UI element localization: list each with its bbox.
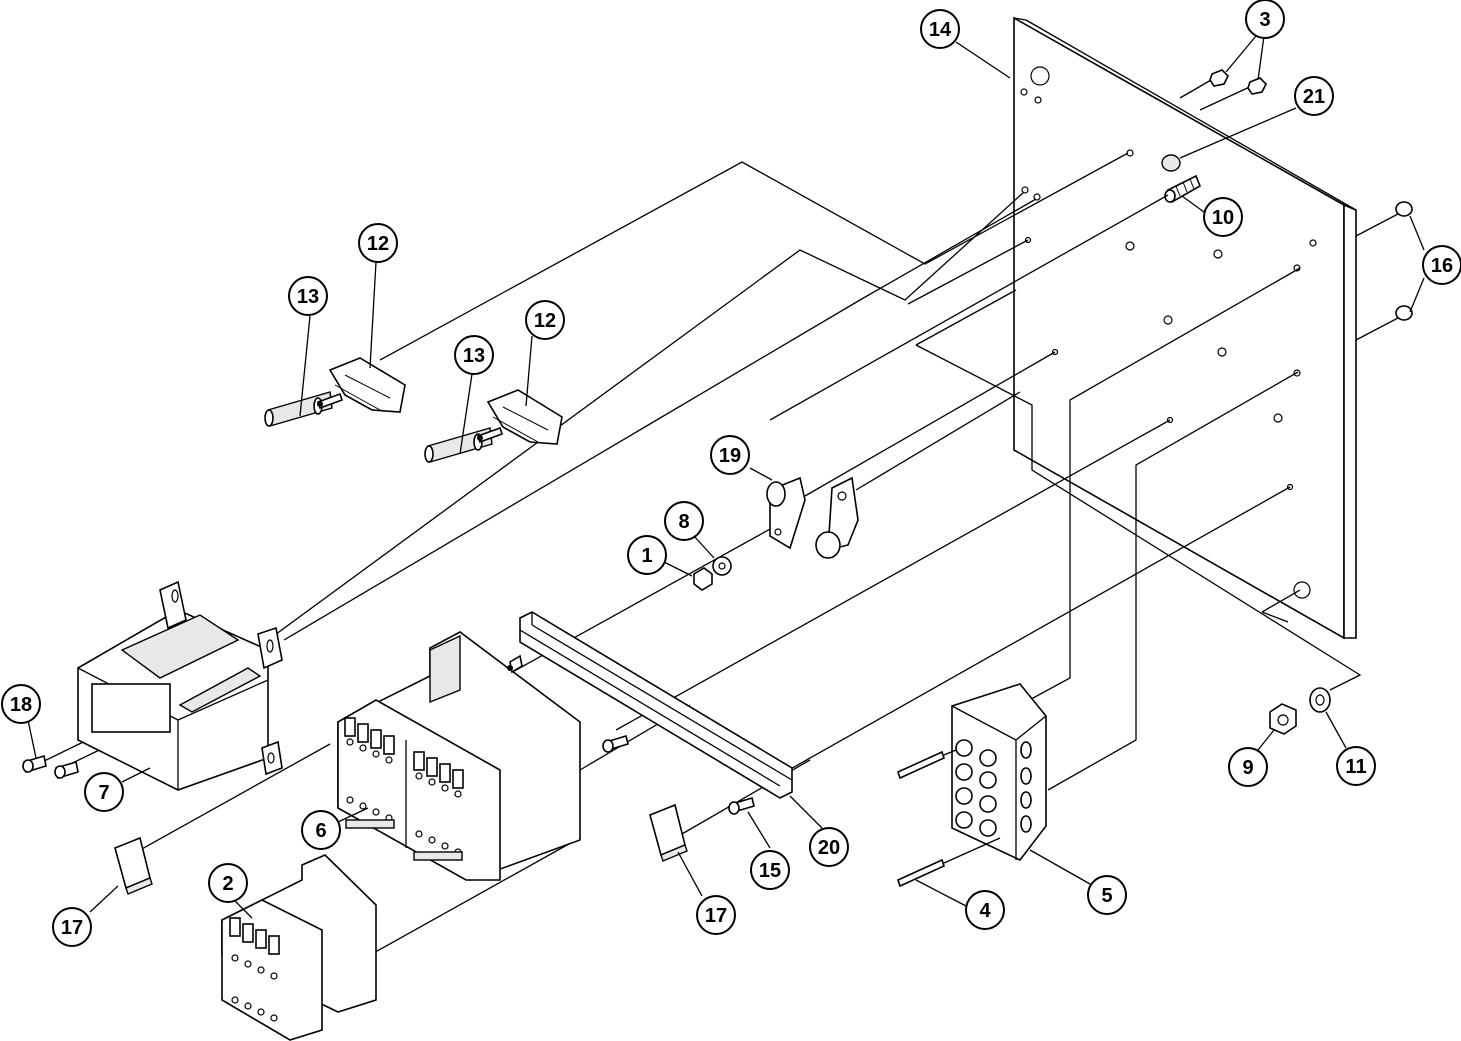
callout-13a: 13: [288, 276, 328, 316]
callout-8: 8: [664, 501, 704, 541]
svg-text:13: 13: [463, 345, 485, 367]
callout-10: 10: [1203, 197, 1243, 237]
svg-text:12: 12: [534, 310, 556, 332]
terminal-block-screws: [897, 749, 1001, 888]
assembly-lines: [37, 152, 1362, 956]
svg-text:14: 14: [929, 19, 952, 41]
svg-text:8: 8: [678, 511, 689, 533]
callout-6: 6: [301, 810, 341, 850]
terminal-block: [951, 683, 1047, 861]
nut-and-washer: [1269, 687, 1331, 735]
side-nuts: [1355, 201, 1413, 341]
callout-7: 7: [84, 772, 124, 812]
contact-holder-left: [264, 357, 406, 427]
callout-5: 5: [1087, 875, 1127, 915]
svg-text:20: 20: [818, 837, 840, 859]
leader-lines: [27, 35, 1425, 919]
svg-text:13: 13: [297, 286, 319, 308]
svg-text:9: 9: [1242, 757, 1253, 779]
svg-text:17: 17: [61, 917, 83, 939]
callout-17a: 17: [52, 907, 92, 947]
svg-text:10: 10: [1212, 207, 1234, 229]
svg-text:4: 4: [979, 900, 991, 922]
svg-text:11: 11: [1345, 756, 1366, 778]
svg-text:18: 18: [10, 694, 32, 716]
svg-text:21: 21: [1303, 86, 1325, 108]
rail-screws: [602, 734, 755, 815]
callout-1: 1: [627, 535, 667, 575]
callout-4: 4: [965, 890, 1005, 930]
callout-12b: 12: [525, 300, 565, 340]
callout-11: 11: [1336, 746, 1376, 786]
single-contactor: [221, 854, 377, 1041]
stud-connector: [1164, 174, 1202, 204]
callout-18: 18: [1, 684, 41, 724]
svg-text:2: 2: [222, 873, 233, 895]
svg-text:3: 3: [1259, 9, 1270, 31]
svg-text:7: 7: [98, 782, 109, 804]
callout-21: 21: [1294, 76, 1334, 116]
svg-text:6: 6: [315, 820, 326, 842]
rear-nuts: [1179, 69, 1267, 111]
contact-holder-right: [424, 389, 563, 463]
callout-20: 20: [809, 827, 849, 867]
callout-15: 15: [750, 850, 790, 890]
callout-3: 3: [1245, 0, 1285, 39]
bearing-bracket: [766, 476, 859, 559]
star-washer: [712, 556, 732, 576]
din-rail: [507, 611, 793, 799]
svg-text:12: 12: [367, 233, 389, 255]
svg-text:15: 15: [759, 860, 781, 882]
transformer-screws: [22, 754, 79, 780]
callout-17b: 17: [696, 895, 736, 935]
svg-text:1: 1: [641, 545, 652, 567]
callout-12a: 12: [358, 223, 398, 263]
callout-16: 16: [1422, 245, 1461, 285]
callout-19: 19: [710, 435, 750, 475]
callout-9: 9: [1228, 747, 1268, 787]
mounting-panel: [1013, 16, 1357, 640]
transformer: [77, 580, 283, 791]
end-stops: [114, 803, 688, 895]
callout-13b: 13: [454, 335, 494, 375]
svg-text:16: 16: [1431, 255, 1453, 277]
svg-text:19: 19: [719, 445, 741, 467]
svg-text:5: 5: [1101, 885, 1112, 907]
contactor-pair: [337, 631, 581, 881]
callout-14: 14: [920, 9, 960, 49]
hex-nut: [693, 567, 713, 591]
callout-2: 2: [208, 863, 248, 903]
svg-text:17: 17: [705, 905, 727, 927]
